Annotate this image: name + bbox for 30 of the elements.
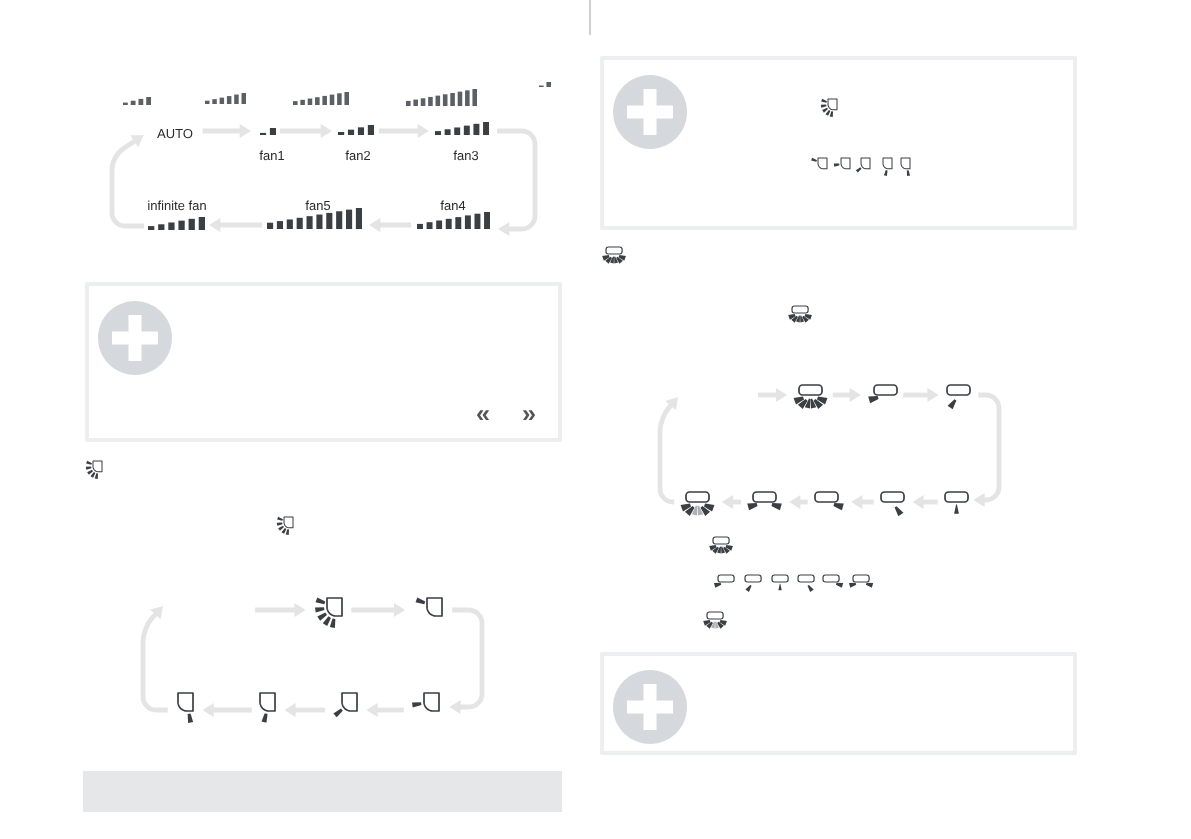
speed-label: fan2 bbox=[345, 150, 370, 161]
swing-icon bbox=[868, 384, 898, 404]
arrow bbox=[140, 606, 168, 713]
speed-label: fan5 bbox=[305, 200, 331, 211]
speed-label: fan3 bbox=[453, 150, 479, 161]
swing-icon bbox=[177, 692, 194, 723]
swing-icon bbox=[880, 491, 905, 517]
note-box bbox=[600, 652, 1077, 755]
swing-icon bbox=[747, 491, 782, 511]
mode-label: AUTO bbox=[157, 128, 193, 139]
swing-icon bbox=[793, 384, 828, 409]
speed-label: fan1 bbox=[259, 150, 285, 161]
speed-label: fan4 bbox=[440, 200, 466, 211]
swing-icon bbox=[680, 491, 715, 516]
swing-icon bbox=[315, 597, 343, 628]
swing-icon bbox=[946, 384, 971, 410]
swing-icon bbox=[333, 692, 358, 718]
swing-icon bbox=[944, 491, 969, 514]
swing-icon bbox=[412, 692, 440, 712]
arrow bbox=[657, 397, 678, 505]
quote-mark: « bbox=[477, 410, 489, 421]
arrow bbox=[109, 135, 144, 229]
quote-mark: » bbox=[523, 410, 535, 421]
swing-icon bbox=[259, 692, 276, 723]
speed-label: infinite fan bbox=[148, 200, 206, 211]
swing-icon bbox=[415, 597, 443, 617]
note-box bbox=[600, 56, 1077, 230]
shaded-band bbox=[83, 771, 562, 812]
swing-icon bbox=[814, 491, 844, 511]
arrow bbox=[497, 128, 538, 237]
